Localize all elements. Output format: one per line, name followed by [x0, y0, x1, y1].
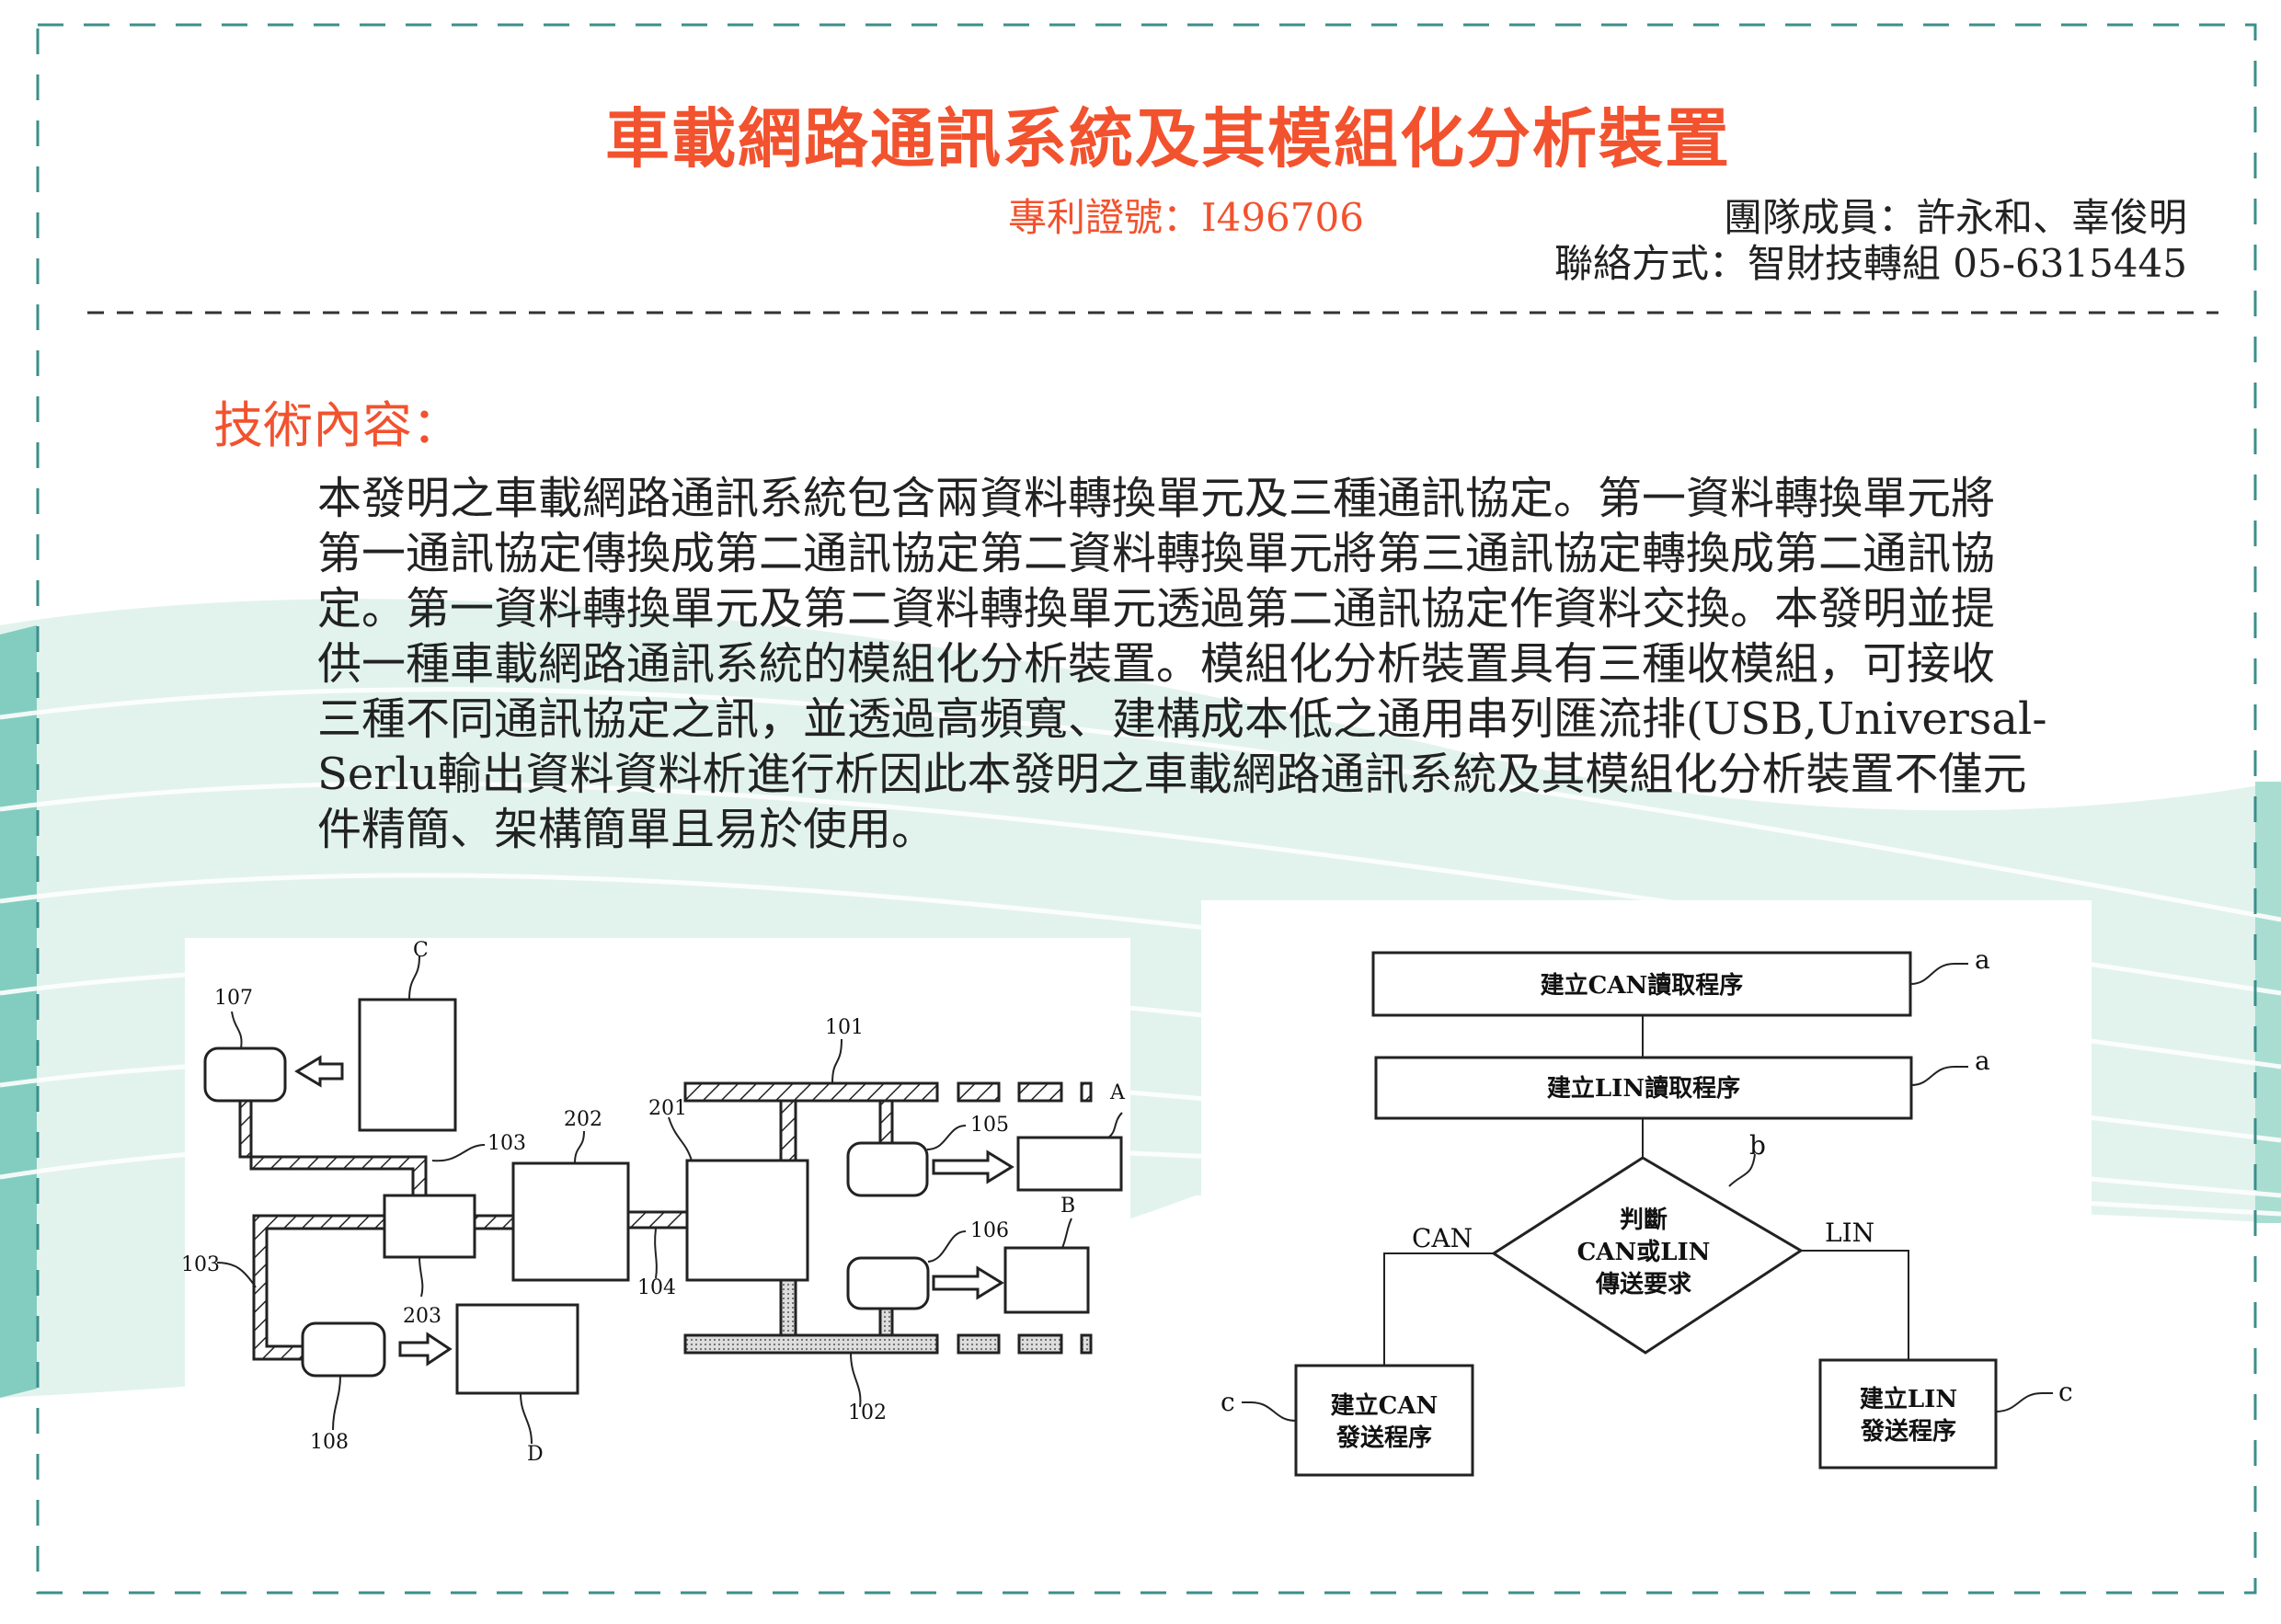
send-lin-line1: 建立LIN	[1860, 1385, 1957, 1413]
ref-a: a	[1975, 1046, 1990, 1076]
decision-line3: 傳送要求	[1595, 1271, 1691, 1298]
step-can-read-label: 建立CAN讀取程序	[1541, 971, 1744, 1000]
decision-line2: CAN或LIN	[1577, 1239, 1711, 1266]
send-lin-line2: 發送程序	[1860, 1417, 1956, 1446]
send-can-line1: 建立CAN	[1331, 1391, 1439, 1420]
step-can-send	[1296, 1366, 1473, 1475]
ref-a: a	[1975, 944, 1990, 975]
step-lin-read-label: 建立LIN讀取程序	[1547, 1074, 1740, 1103]
ref-c: c	[1221, 1387, 1235, 1417]
send-can-line2: 發送程序	[1335, 1424, 1432, 1452]
branch-can-label: CAN	[1412, 1223, 1473, 1253]
decision-line1: 判斷	[1620, 1207, 1668, 1234]
ref-c: c	[2058, 1377, 2073, 1407]
ref-b: b	[1749, 1130, 1766, 1161]
step-lin-send	[1820, 1360, 1996, 1468]
branch-lin-label: LIN	[1825, 1218, 1874, 1248]
